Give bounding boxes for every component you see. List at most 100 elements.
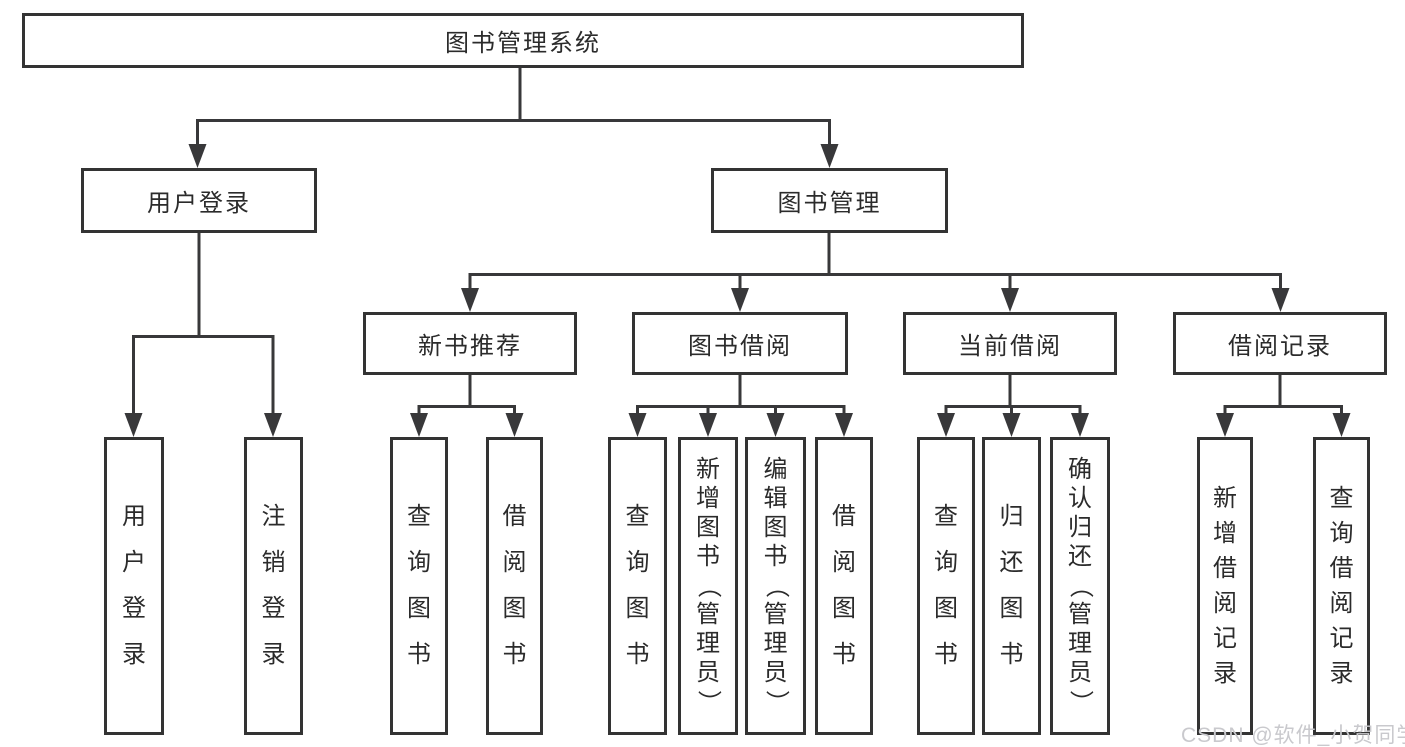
vertical-char: ） xyxy=(762,690,790,714)
leaf-add-books-admin: 新增图书 （ 管理员 ） xyxy=(678,437,738,735)
vertical-char: 借 xyxy=(832,503,856,530)
vertical-char: 图 xyxy=(832,595,856,622)
vertical-char: 销 xyxy=(261,549,286,576)
vertical-char: 登 xyxy=(261,595,286,622)
vertical-char: 询 xyxy=(934,549,958,576)
vertical-char: 新 xyxy=(1213,484,1237,512)
node-book-borrowing: 图书借阅 xyxy=(632,312,848,375)
vertical-char: （ xyxy=(762,574,790,598)
vertical-char: 增 xyxy=(1213,519,1237,547)
vertical-char: 阅 xyxy=(502,549,527,576)
vertical-char: 借 xyxy=(1213,554,1237,582)
leaf-query-books-borrowing: 查询图书 xyxy=(608,437,667,735)
vertical-char: 新 xyxy=(696,456,720,483)
vertical-char: ） xyxy=(695,690,722,714)
vertical-char: 注 xyxy=(261,503,286,530)
vertical-char: 辑 xyxy=(763,485,788,512)
vertical-char: 图 xyxy=(763,514,788,541)
vertical-char: 询 xyxy=(625,549,650,576)
vertical-char: 图 xyxy=(502,595,527,622)
vertical-char: 阅 xyxy=(1213,589,1237,617)
node-label: 图书管理 xyxy=(777,190,882,217)
leaf-borrow-books-recommend: 借阅图书 xyxy=(486,437,543,735)
vertical-char: 户 xyxy=(122,549,146,576)
node-root-system: 图书管理系统 xyxy=(22,13,1024,68)
vertical-char: 确 xyxy=(1068,456,1092,483)
node-label: 新书推荐 xyxy=(418,333,522,360)
vertical-char: 用 xyxy=(122,503,146,530)
vertical-char: 查 xyxy=(625,503,650,530)
leaf-query-borrow-record: 查询借阅记录 xyxy=(1313,437,1370,735)
vertical-char: 管 xyxy=(763,601,788,628)
leaf-edit-books-admin: 编辑图书 （ 管理员 ） xyxy=(745,437,806,735)
node-user-login: 用户登录 xyxy=(81,168,317,233)
node-label: 当前借阅 xyxy=(958,333,1062,360)
node-label: 借阅记录 xyxy=(1228,333,1332,360)
vertical-char: 录 xyxy=(122,641,146,668)
vertical-char: 员 xyxy=(763,659,788,686)
vertical-char: 录 xyxy=(1329,659,1354,687)
vertical-char: 认 xyxy=(1068,485,1092,512)
connector-lines xyxy=(132,68,1343,417)
vertical-char: 查 xyxy=(407,503,431,530)
vertical-char: 书 xyxy=(763,543,788,570)
vertical-char: 编 xyxy=(763,456,788,483)
vertical-char: 查 xyxy=(934,503,958,530)
vertical-char: ） xyxy=(1067,690,1094,714)
vertical-char: 询 xyxy=(407,549,431,576)
leaf-user-login: 用户登录 xyxy=(104,437,164,735)
vertical-char: 录 xyxy=(261,641,286,668)
csdn-watermark: CSDN @软件_小贺同学 xyxy=(1181,724,1405,747)
node-label: 图书借阅 xyxy=(688,333,792,360)
vertical-char: 归 xyxy=(1068,514,1092,541)
vertical-char: 增 xyxy=(696,485,720,512)
vertical-char: 查 xyxy=(1329,484,1354,512)
vertical-char: 理 xyxy=(1068,630,1092,657)
node-new-book-recommend: 新书推荐 xyxy=(363,312,577,375)
node-borrowing-records: 借阅记录 xyxy=(1173,312,1387,375)
leaf-query-books-current: 查询图书 xyxy=(917,437,975,735)
vertical-char: 书 xyxy=(502,641,527,668)
leaf-add-borrow-record: 新增借阅记录 xyxy=(1197,437,1253,735)
vertical-char: 理 xyxy=(696,630,720,657)
vertical-char: 书 xyxy=(696,543,720,570)
vertical-char: 书 xyxy=(407,641,431,668)
vertical-char: 记 xyxy=(1329,624,1354,652)
vertical-char: 理 xyxy=(763,630,788,657)
vertical-char: 还 xyxy=(999,549,1024,576)
vertical-char: 阅 xyxy=(1329,589,1354,617)
vertical-char: 询 xyxy=(1329,519,1354,547)
node-label: 用户登录 xyxy=(147,190,251,217)
vertical-char: 还 xyxy=(1068,543,1092,570)
node-book-management: 图书管理 xyxy=(711,168,948,233)
vertical-char: 记 xyxy=(1213,624,1237,652)
vertical-char: 书 xyxy=(934,641,958,668)
vertical-char: 登 xyxy=(122,595,146,622)
leaf-confirm-return-admin: 确认归还（管理员） xyxy=(1050,437,1110,735)
vertical-char: 归 xyxy=(999,503,1024,530)
vertical-char: 管 xyxy=(1068,601,1092,628)
leaf-return-books: 归还图书 xyxy=(982,437,1041,735)
vertical-char: 借 xyxy=(1329,554,1354,582)
vertical-char: 图 xyxy=(696,514,720,541)
vertical-char: 图 xyxy=(625,595,650,622)
vertical-char: 图 xyxy=(999,595,1024,622)
node-label: 图书管理系统 xyxy=(445,30,601,57)
vertical-char: （ xyxy=(695,574,722,598)
node-current-borrowing: 当前借阅 xyxy=(903,312,1117,375)
leaf-logout: 注销登录 xyxy=(244,437,303,735)
vertical-char: 录 xyxy=(1213,659,1237,687)
vertical-char: 图 xyxy=(934,595,958,622)
vertical-char: 阅 xyxy=(832,549,856,576)
vertical-char: 图 xyxy=(407,595,431,622)
leaf-borrow-books: 借阅图书 xyxy=(815,437,873,735)
vertical-char: 借 xyxy=(502,503,527,530)
vertical-char: 书 xyxy=(832,641,856,668)
vertical-char: 管 xyxy=(696,601,720,628)
vertical-char: 员 xyxy=(1068,659,1092,686)
arrowhead-icons xyxy=(124,144,1351,437)
vertical-char: 员 xyxy=(696,659,720,686)
vertical-char: 书 xyxy=(625,641,650,668)
